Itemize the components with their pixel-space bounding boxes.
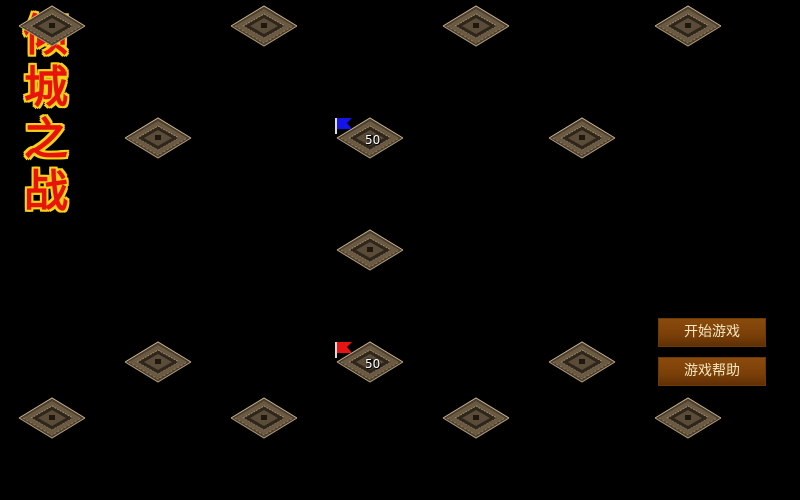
title-char: 战 xyxy=(24,166,68,217)
castle-neutral[interactable] xyxy=(17,4,87,48)
castle-neutral[interactable] xyxy=(653,396,723,440)
title-char: 之 xyxy=(24,114,68,165)
castle-neutral[interactable] xyxy=(229,396,299,440)
castle-icon xyxy=(230,397,298,439)
castle-icon xyxy=(336,117,404,159)
castle-icon xyxy=(124,341,192,383)
castle-neutral[interactable] xyxy=(547,116,617,160)
castle-icon xyxy=(548,341,616,383)
start-game-button[interactable]: 开始游戏 xyxy=(658,318,766,347)
castle-icon xyxy=(548,117,616,159)
castle-icon xyxy=(18,5,86,47)
castle-neutral[interactable] xyxy=(547,340,617,384)
castle-neutral[interactable] xyxy=(17,396,87,440)
red-flag-icon xyxy=(334,341,354,359)
blue-flag-icon xyxy=(334,117,354,135)
castle-neutral[interactable] xyxy=(229,4,299,48)
castle-icon xyxy=(230,5,298,47)
troop-count: 50 xyxy=(365,357,381,371)
castle-neutral[interactable] xyxy=(441,4,511,48)
castle-neutral[interactable] xyxy=(653,4,723,48)
castle-neutral[interactable] xyxy=(123,340,193,384)
title-char: 城 xyxy=(24,62,68,113)
game-help-button[interactable]: 游戏帮助 xyxy=(658,357,766,386)
troop-count: 50 xyxy=(365,133,381,147)
castle-neutral[interactable] xyxy=(335,228,405,272)
castle-icon xyxy=(654,397,722,439)
castle-blue[interactable] xyxy=(335,116,405,160)
castle-icon xyxy=(442,397,510,439)
castle-icon xyxy=(442,5,510,47)
castle-red[interactable] xyxy=(335,340,405,384)
castle-icon xyxy=(336,341,404,383)
castle-icon xyxy=(654,5,722,47)
castle-icon xyxy=(124,117,192,159)
castle-neutral[interactable] xyxy=(441,396,511,440)
castle-neutral[interactable] xyxy=(123,116,193,160)
castle-icon xyxy=(18,397,86,439)
castle-icon xyxy=(336,229,404,271)
